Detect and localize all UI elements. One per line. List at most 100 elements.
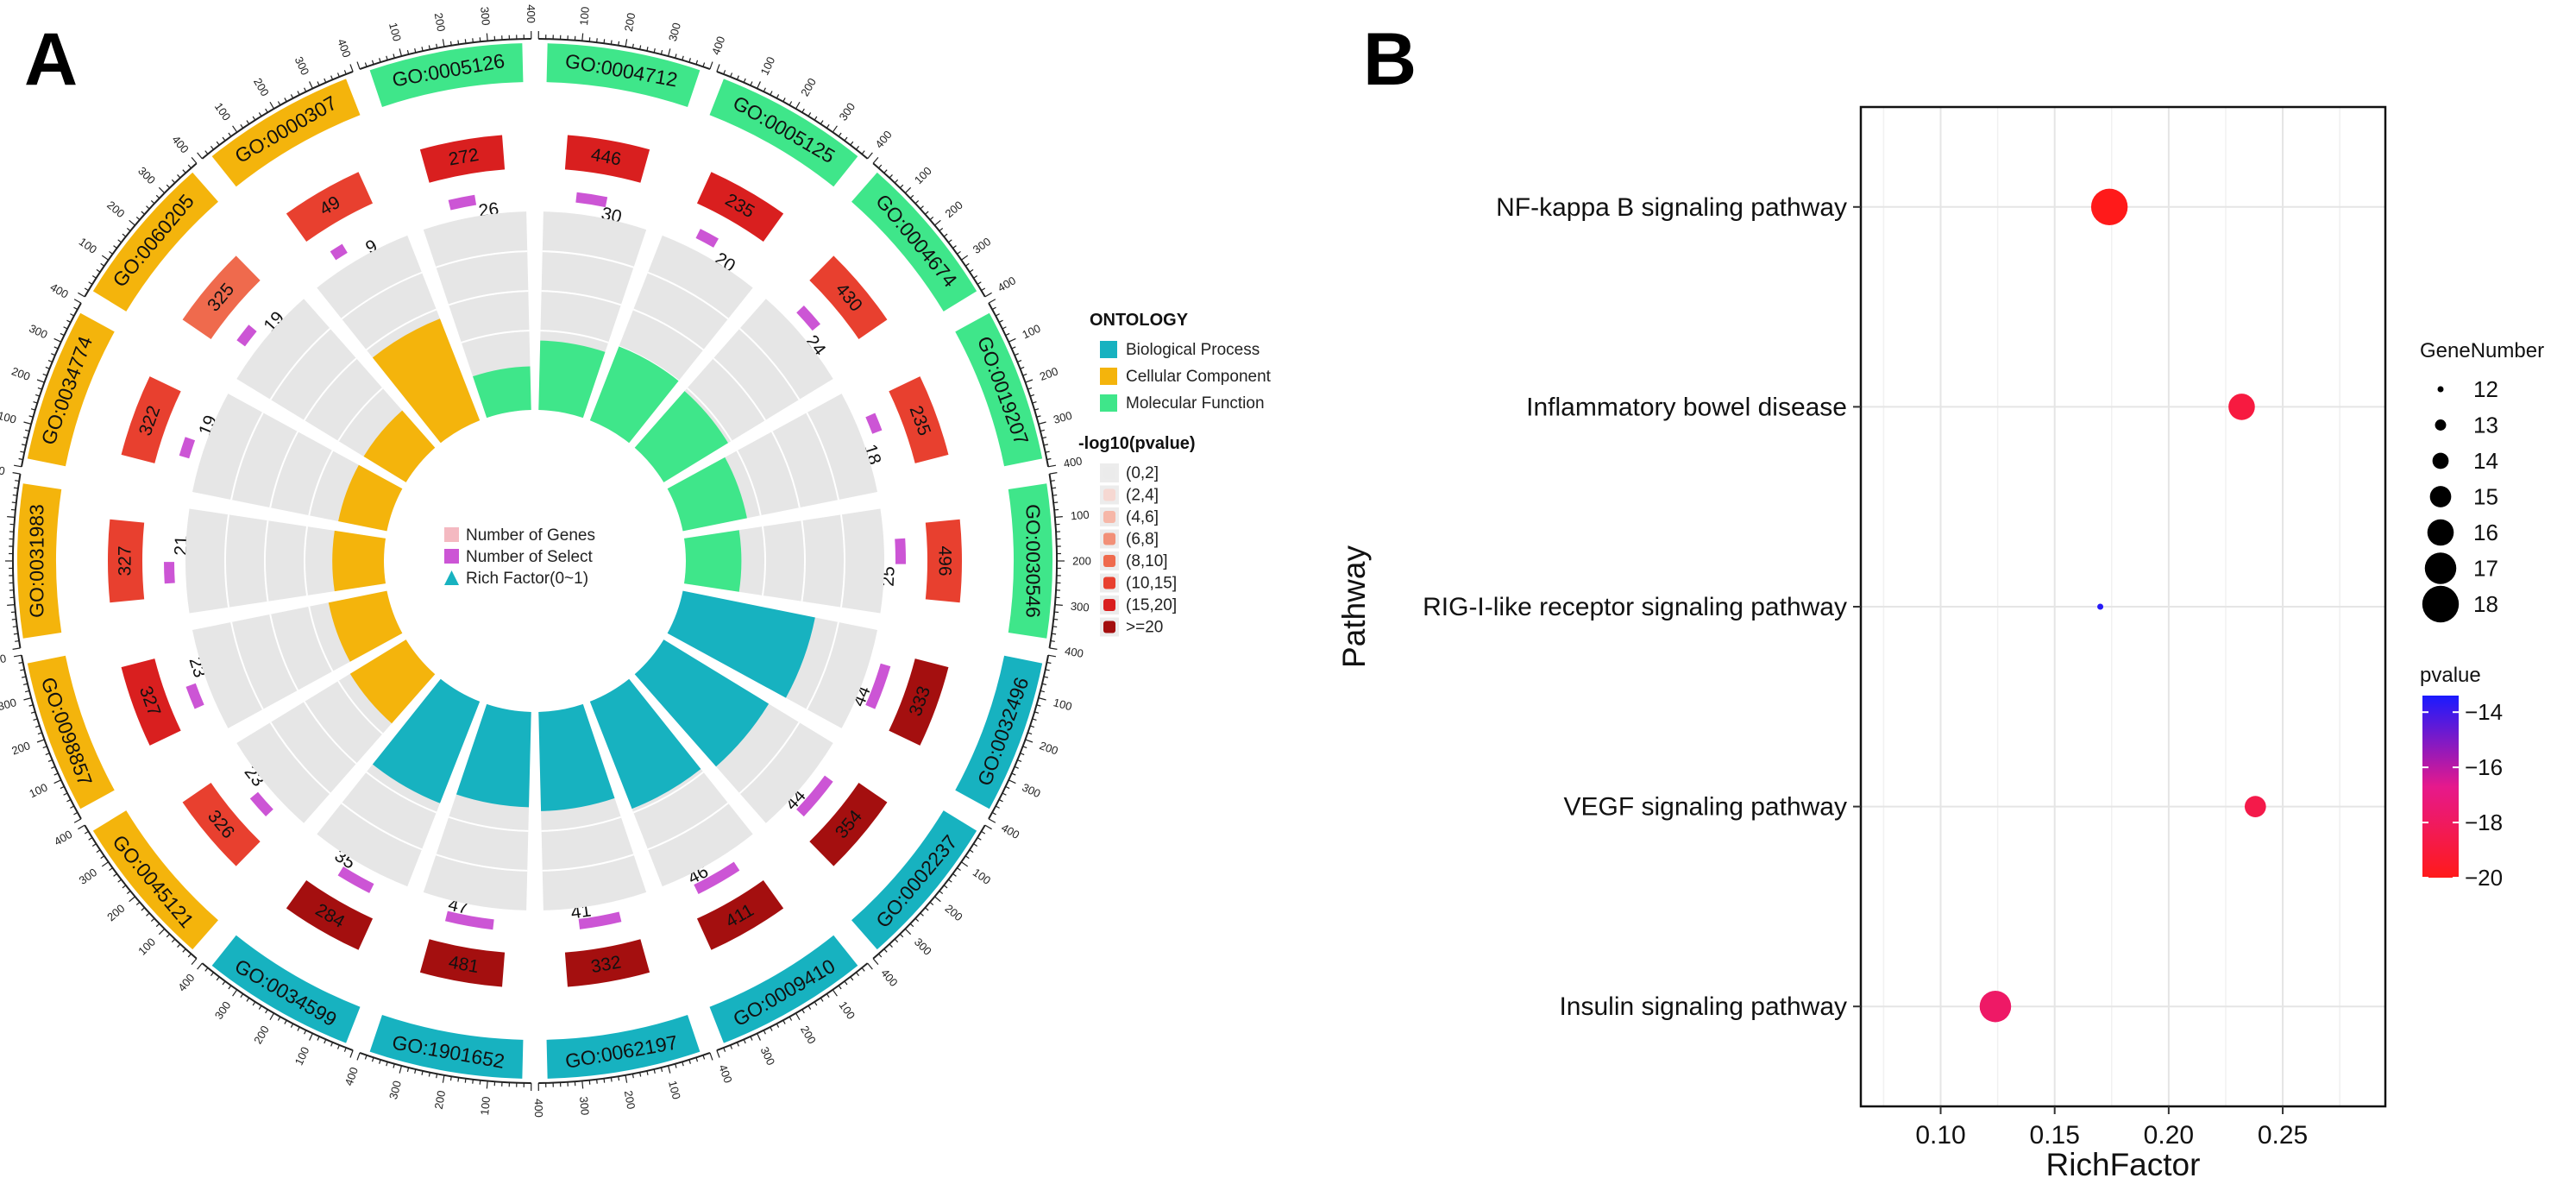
tick-mark (73, 811, 79, 816)
tick-mark (789, 1016, 793, 1021)
tick-mark (1034, 408, 1040, 411)
tick-mark (1008, 337, 1016, 343)
tick-mark (675, 1063, 677, 1068)
tick-label: 400 (532, 1099, 545, 1118)
tick-mark (42, 373, 47, 376)
tick-mark (909, 923, 914, 928)
gene-count-label: 327 (116, 545, 135, 576)
tick-label: 100 (478, 1096, 493, 1116)
tick-mark (158, 928, 166, 936)
tick-mark (101, 255, 109, 261)
tick-mark (660, 49, 663, 55)
size-legend-label: 13 (2473, 413, 2498, 438)
center-legend-key (444, 527, 459, 542)
tick-mark (66, 799, 72, 803)
tick-mark (23, 421, 32, 425)
tick-mark (100, 262, 105, 267)
tick-label: 300 (135, 164, 158, 186)
tick-mark (1008, 779, 1016, 784)
tick-mark (343, 1047, 347, 1052)
tick-mark (861, 150, 865, 154)
tick-label: 400 (1064, 645, 1084, 660)
tick-mark (269, 1012, 275, 1021)
tick-mark (1038, 421, 1046, 425)
tick-mark (952, 873, 957, 877)
tick-mark (204, 150, 209, 154)
tick-mark (60, 332, 65, 337)
tick-mark (13, 654, 22, 658)
tick-label: 300 (212, 999, 234, 1021)
select-bar (448, 194, 477, 211)
tick-mark (88, 281, 93, 285)
tick-mark (1027, 732, 1033, 735)
color-legend-label: −18 (2465, 810, 2503, 835)
track-gridline (801, 520, 806, 602)
tick-mark (596, 1079, 598, 1084)
tick-mark (171, 179, 176, 184)
rich-factor-bar (372, 318, 481, 444)
tick-mark (850, 976, 854, 981)
gene-count-bar (121, 376, 181, 463)
ontology-legend-key (1100, 341, 1117, 358)
gene-count-bar (696, 879, 784, 950)
gene-count-bar (696, 172, 784, 243)
tick-mark (11, 501, 16, 504)
tick-mark (78, 824, 85, 830)
tick-mark (100, 855, 105, 860)
tick-mark (386, 55, 388, 60)
rich-factor-bar (372, 678, 481, 803)
tick-mark (66, 319, 72, 323)
tick-mark (995, 313, 1000, 317)
x-tick-label: 0.20 (2144, 1121, 2194, 1150)
tick-mark (421, 1070, 424, 1075)
tick-mark (406, 49, 410, 55)
tick-mark (126, 890, 131, 895)
tick-mark (442, 1074, 445, 1083)
tick-mark (155, 194, 160, 199)
tick-mark (73, 306, 79, 311)
tick-mark (832, 125, 838, 133)
select-bar (249, 791, 273, 816)
tick-label: 400 (872, 128, 894, 150)
tick-mark (801, 108, 805, 113)
track-gridline (736, 450, 762, 516)
tick-mark (297, 91, 300, 96)
select-bar (796, 775, 833, 817)
tick-label: 200 (9, 739, 32, 758)
tick-mark (42, 746, 47, 749)
tick-axis-line (872, 162, 986, 298)
tick-mark (883, 948, 888, 953)
tick-mark (934, 219, 941, 226)
tick-mark (258, 1005, 262, 1010)
track-gridline (540, 330, 609, 343)
tick-mark (70, 805, 75, 809)
tick-mark (789, 101, 793, 106)
size-legend-title: GeneNumber (2420, 339, 2544, 362)
tick-mark (1017, 359, 1022, 363)
tick-axis-line (84, 824, 198, 960)
tick-mark (246, 997, 250, 1002)
tick-mark (12, 647, 21, 650)
center-legend-key (444, 549, 459, 564)
tick-mark (1049, 647, 1058, 650)
tick-mark (763, 87, 766, 92)
tick-mark (421, 47, 424, 52)
tick-mark (1052, 494, 1058, 496)
tick-mark (399, 1065, 403, 1074)
track-gridline (448, 816, 529, 832)
tick-mark (33, 718, 38, 721)
tick-mark (449, 1076, 452, 1081)
size-legend-label: 16 (2473, 520, 2498, 545)
tick-mark (588, 37, 591, 42)
track-gridline (341, 802, 423, 851)
tick-mark (53, 337, 62, 343)
rich-factor-bar (332, 530, 386, 592)
tick-mark (1025, 379, 1034, 383)
track-gridline (264, 520, 269, 602)
ontology-legend-label: Cellular Component (1126, 368, 1272, 386)
tick-mark (129, 896, 135, 903)
tick-mark (216, 976, 220, 981)
gene-count-bar (809, 255, 888, 339)
panel-b-label: B (1363, 18, 1417, 101)
go-term-band (27, 655, 115, 810)
